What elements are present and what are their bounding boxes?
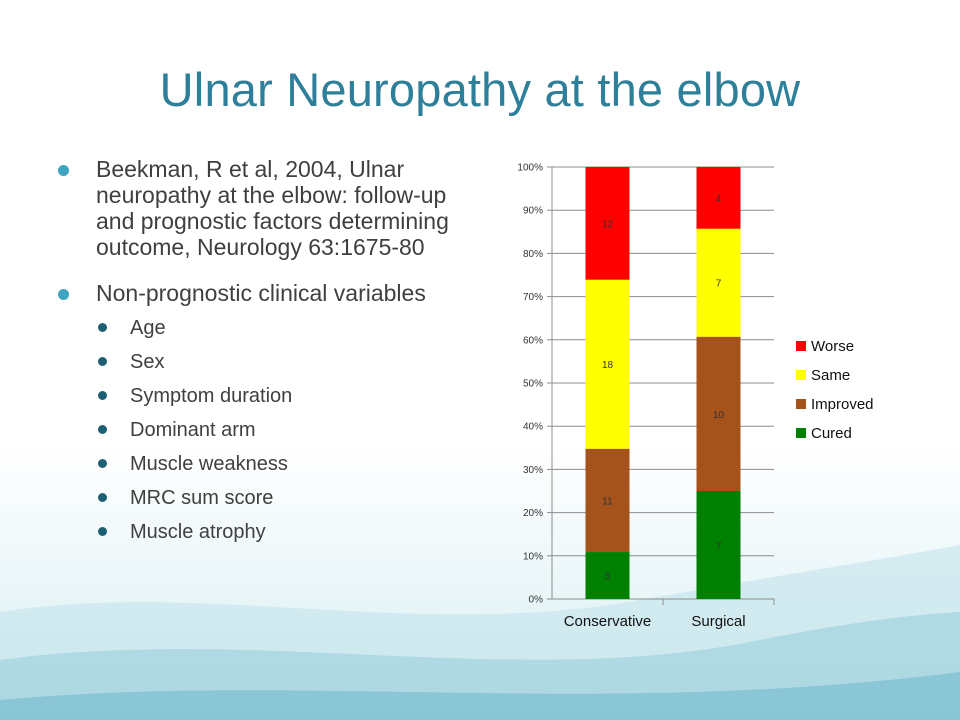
sub-bullet-item: Dominant arm: [96, 418, 458, 442]
data-label: 7: [716, 279, 722, 290]
data-label: 11: [602, 496, 613, 507]
sub-bullet-dot: [98, 391, 107, 400]
sub-bullet-item: Age: [96, 316, 458, 340]
y-tick-label: 20%: [523, 508, 543, 519]
background-wave: [0, 612, 960, 720]
bar-segment-worse: [696, 167, 741, 229]
sub-bullet-dot: [98, 493, 107, 502]
sub-bullet-item: Sex: [96, 350, 458, 374]
data-label: 12: [602, 219, 614, 230]
background-wave: [0, 672, 960, 720]
slide-title: Ulnar Neuropathy at the elbow: [159, 63, 801, 116]
sub-bullet-item: Muscle atrophy: [96, 520, 458, 544]
legend-swatch: [796, 399, 806, 409]
legend-label: Same: [811, 367, 850, 384]
y-tick-label: 80%: [523, 249, 543, 260]
y-tick-label: 100%: [517, 163, 543, 174]
bar-segment-cured: [585, 552, 630, 599]
legend-swatch: [796, 370, 806, 380]
y-tick-label: 10%: [523, 551, 543, 562]
legend-swatch: [796, 341, 806, 351]
y-tick-label: 30%: [523, 465, 543, 476]
sub-bullet-item: MRC sum score: [96, 486, 458, 510]
bar-segment-improved: [696, 336, 741, 491]
bullet-text: Beekman, R et al, 2004, Ulnar neuropathy…: [96, 156, 449, 260]
legend-label: Cured: [811, 425, 852, 442]
bar-segment-cured: [696, 491, 741, 599]
y-tick-label: 90%: [523, 206, 543, 217]
data-label: 4: [716, 194, 722, 205]
bar-segment-same: [696, 228, 741, 337]
bullet-dot: [58, 289, 69, 300]
legend-label: Improved: [811, 396, 874, 413]
stacked-bar-chart: 0% 10% 20% 30% 40% 50% 60% 70% 80% 90% 100% 5 11 18 12…: [517, 163, 874, 631]
x-tick-label: Conservative: [564, 613, 652, 630]
data-label: 10: [713, 410, 725, 421]
legend-label: Worse: [811, 338, 854, 355]
y-tick-label: 50%: [523, 379, 543, 390]
sub-bullet-list: Age Sex Symptom duration Dominant arm Mu…: [96, 316, 458, 544]
data-label: 7: [716, 541, 722, 552]
y-tick-label: 40%: [523, 422, 543, 433]
bullet-citation: Beekman, R et al, 2004, Ulnar neuropathy…: [58, 156, 458, 260]
data-label: 18: [602, 360, 614, 371]
sub-bullet-dot: [98, 527, 107, 536]
sub-bullet-dot: [98, 357, 107, 366]
bar-segment-worse: [585, 167, 630, 280]
sub-bullet-dot: [98, 425, 107, 434]
y-tick-label: 0%: [529, 595, 544, 606]
y-tick-label: 60%: [523, 335, 543, 346]
sub-bullet-dot: [98, 323, 107, 332]
bullet-dot: [58, 165, 69, 176]
sub-bullet-item: Muscle weakness: [96, 452, 458, 476]
bar-segment-improved: [585, 448, 630, 553]
sub-bullet-dot: [98, 459, 107, 468]
bullet-list: Beekman, R et al, 2004, Ulnar neuropathy…: [58, 156, 458, 564]
bullet-text: Non-prognostic clinical variables: [96, 280, 426, 306]
bullet-variables: Non-prognostic clinical variables Age Se…: [58, 280, 458, 544]
bar-segment-same: [585, 279, 630, 449]
sub-bullet-item: Symptom duration: [96, 384, 458, 408]
x-tick-label: Surgical: [691, 613, 745, 630]
y-tick-label: 70%: [523, 292, 543, 303]
data-label: 5: [605, 572, 611, 583]
legend-swatch: [796, 428, 806, 438]
